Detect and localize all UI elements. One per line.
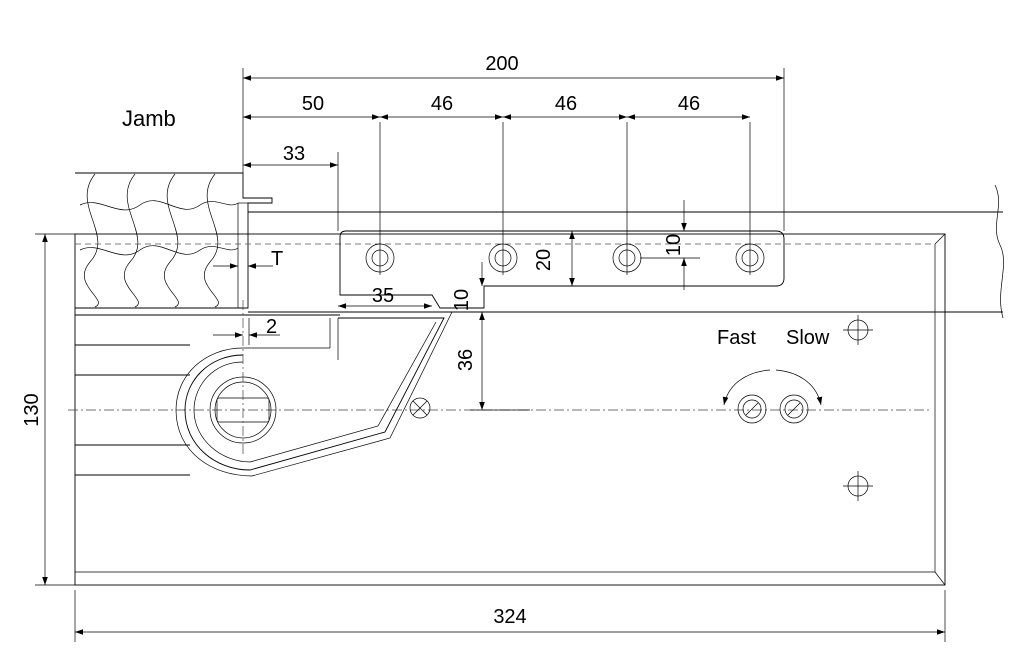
mounting-bolts [843,315,873,501]
jamb-section [75,172,273,309]
dim-pivot-depth: 36 [455,349,477,371]
dimension-lines [35,68,946,642]
closer-arm [175,300,453,477]
dim-plate-gap: 10 [451,289,473,311]
dim-overall-width: 200 [485,53,518,75]
dim-clearance: 2 [266,316,277,338]
dim-first-pitch: 50 [302,93,324,115]
dim-jamb-offset: 33 [283,143,305,165]
mounting-plate [339,122,785,309]
closer-body [68,233,946,586]
speed-valves [722,369,823,424]
dim-pitch-b: 46 [555,93,577,115]
dim-hole-offset: 10 [663,234,685,256]
label-jamb: Jamb [122,106,176,131]
label-fast: Fast [717,327,756,349]
dim-length: 324 [493,606,526,628]
dim-plate-height: 20 [533,249,555,271]
dim-pitch-c: 46 [678,93,700,115]
label-thickness: T [271,248,283,270]
dim-arm-offset: 35 [372,285,394,307]
door-leaf [248,184,1004,319]
dim-body-height: 130 [21,393,43,426]
dim-pitch-a: 46 [431,93,453,115]
label-slow: Slow [786,327,830,349]
